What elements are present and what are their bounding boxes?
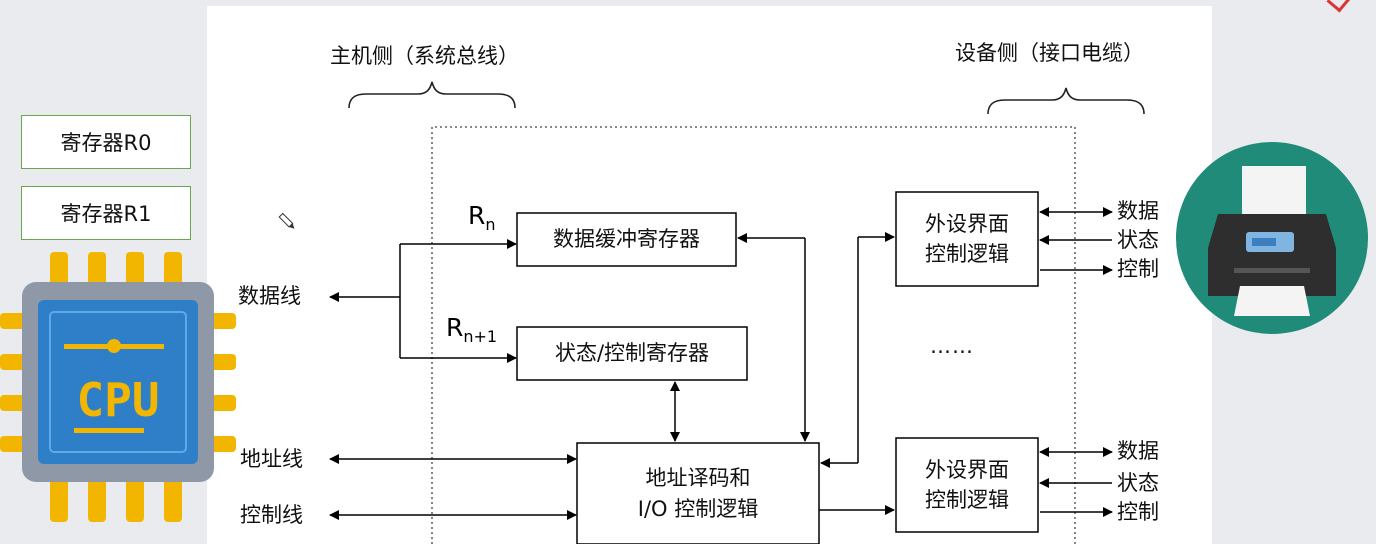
printer-icon	[1176, 142, 1368, 334]
rn-label: Rn	[468, 201, 496, 234]
register-r0: 寄存器R0	[21, 115, 191, 169]
device2-control-label: 外设界面控制逻辑	[925, 457, 1009, 512]
ellipsis-label: ……	[930, 334, 974, 358]
device2-signal-data: 数据	[1117, 439, 1159, 463]
cpu-chip-icon: CPU	[0, 252, 236, 522]
host-side-brace	[348, 81, 516, 109]
device2-signal-control: 控制	[1117, 500, 1159, 524]
data-buffer-register-box	[516, 212, 737, 267]
device2-control-box	[895, 437, 1039, 533]
data-buffer-register-label: 数据缓冲寄存器	[553, 227, 700, 252]
host-side-label: 主机侧（系统总线）	[330, 44, 519, 68]
pencil-cursor-icon	[278, 212, 295, 229]
rn1-label: Rn+1	[446, 313, 498, 346]
device1-control-label: 外设界面控制逻辑	[925, 211, 1009, 266]
address-line-label: 地址线	[240, 447, 303, 471]
register-r1: 寄存器R1	[21, 186, 191, 240]
device1-control-box	[895, 191, 1039, 287]
device-side-brace	[987, 87, 1145, 115]
data-line-label: 数据线	[238, 284, 301, 308]
device1-signal-status: 状态	[1117, 228, 1159, 252]
control-line-label: 控制线	[240, 503, 303, 527]
device2-signal-status: 状态	[1117, 471, 1159, 495]
device1-signal-control: 控制	[1117, 257, 1159, 281]
device1-signal-data: 数据	[1117, 199, 1159, 223]
status-control-register-label: 状态/控制寄存器	[554, 341, 710, 366]
cpu-label: CPU	[76, 373, 159, 427]
status-control-register-box	[516, 326, 748, 381]
address-decode-box	[576, 442, 820, 544]
device-side-label: 设备侧（接口电缆）	[955, 41, 1144, 65]
